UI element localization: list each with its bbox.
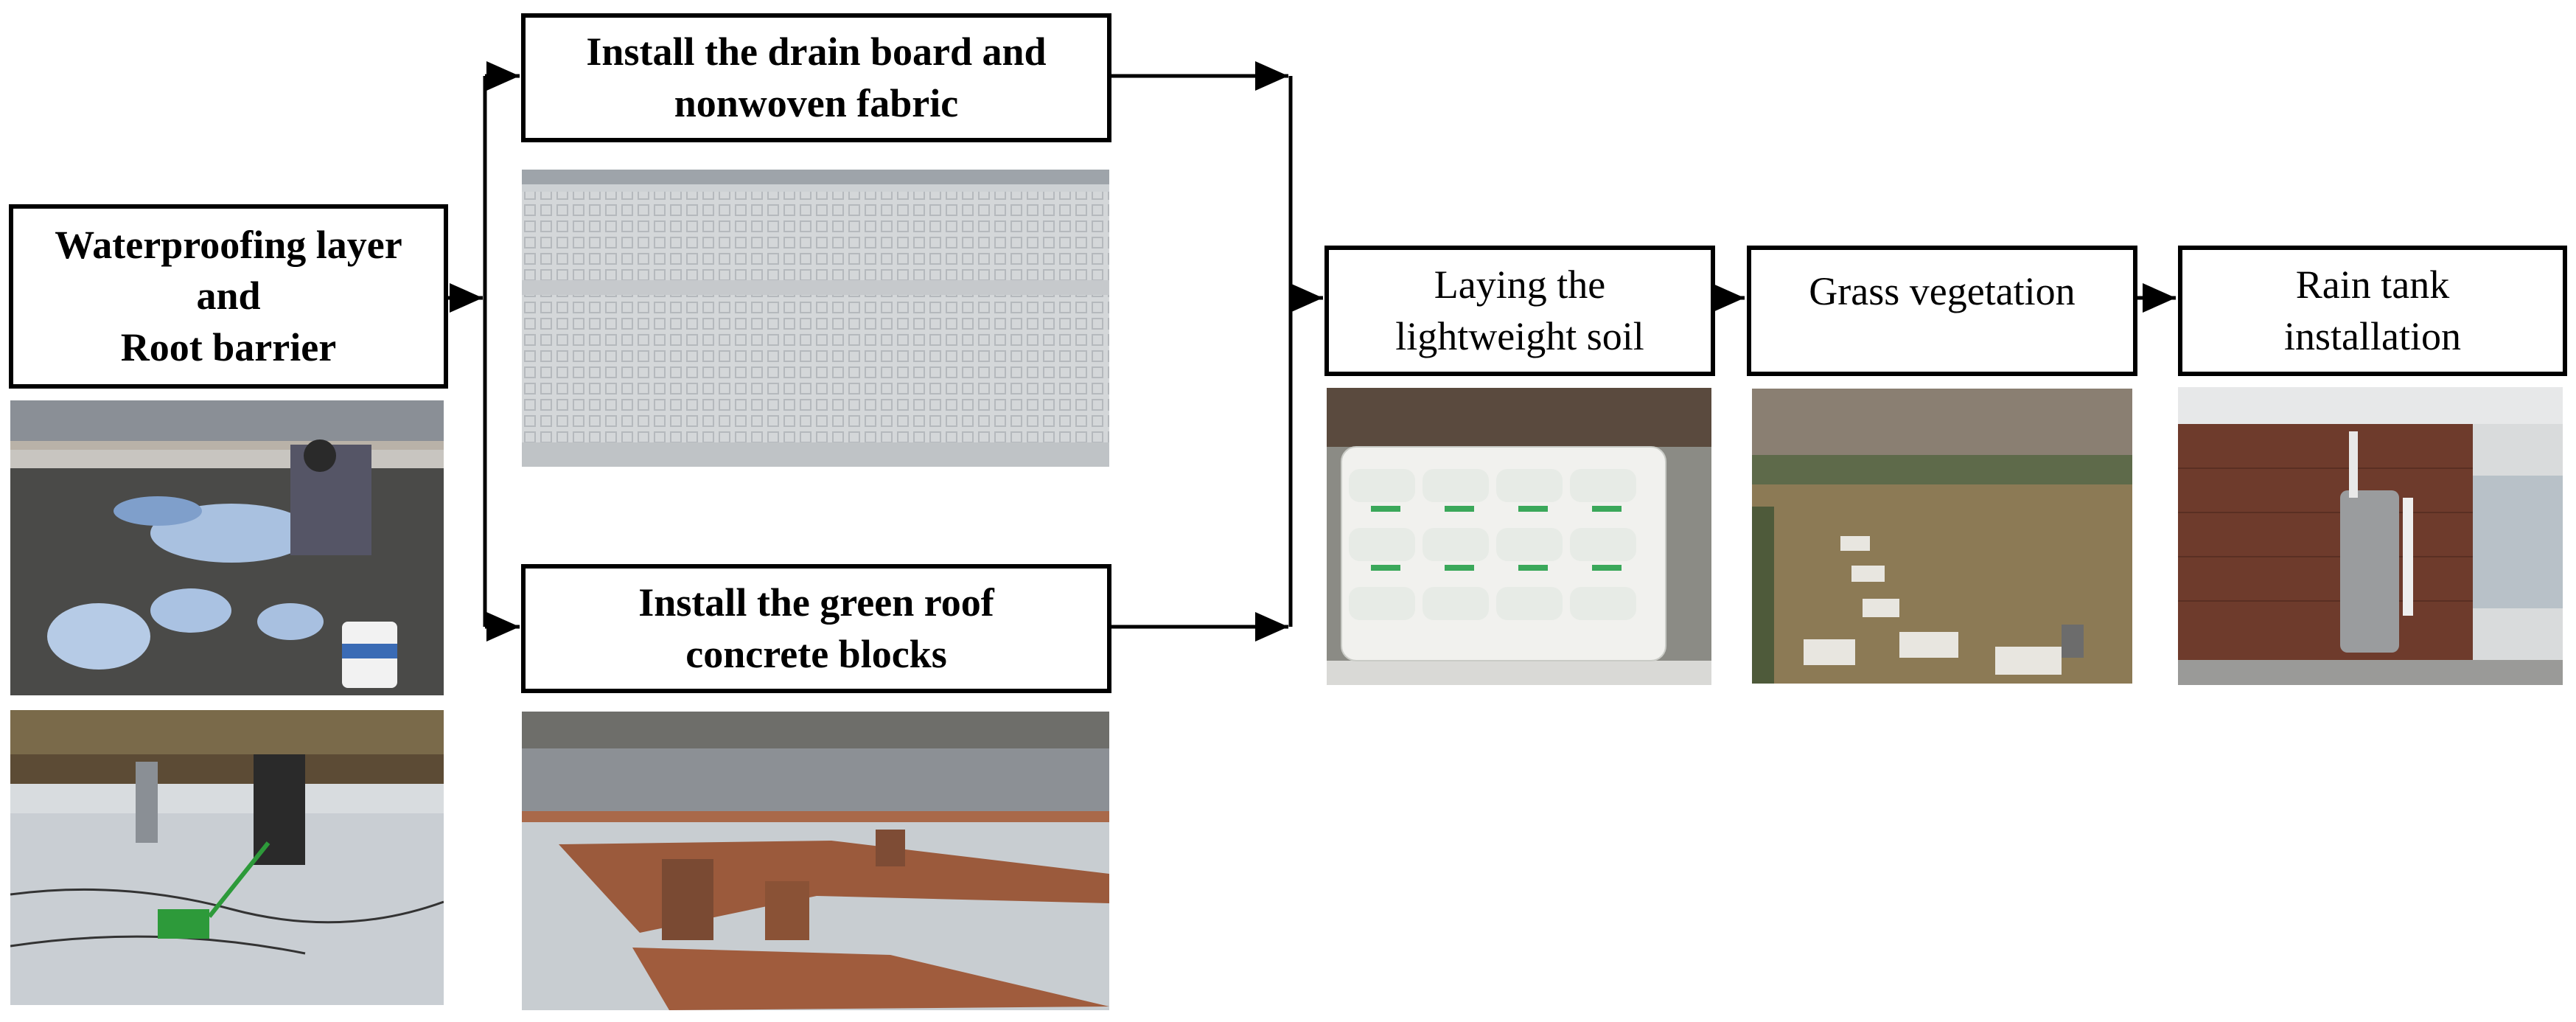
photo-rain-tank <box>2178 387 2563 685</box>
step-green-blocks-box: Install the green roof concrete blocks <box>521 564 1111 693</box>
step-soil-box: Laying the lightweight soil <box>1324 246 1715 376</box>
step-grass-box: Grass vegetation <box>1747 246 2137 376</box>
step-rain-tank-box: Rain tank installation <box>2178 246 2567 376</box>
step-rain-tank-label: Rain tank installation <box>2284 263 2461 358</box>
step-drain-board-label: Install the drain board and nonwoven fab… <box>586 29 1047 125</box>
step-soil-label: Laying the lightweight soil <box>1395 263 1644 358</box>
step-grass-label: Grass vegetation <box>1809 269 2076 313</box>
photo-concrete-blocks <box>522 712 1109 1010</box>
photo-waterproof-coating <box>10 400 444 695</box>
step-waterproofing-box: Waterproofing layer and Root barrier <box>9 204 448 389</box>
photo-soil-bags <box>1327 388 1711 685</box>
photo-membrane-welding <box>10 710 444 1005</box>
step-green-blocks-label: Install the green roof concrete blocks <box>638 580 994 676</box>
step-drain-board-box: Install the drain board and nonwoven fab… <box>521 13 1111 142</box>
photo-grass-roof <box>1752 389 2132 684</box>
step-waterproofing-label: Waterproofing layer and Root barrier <box>55 223 402 369</box>
photo-drain-board <box>522 170 1109 467</box>
